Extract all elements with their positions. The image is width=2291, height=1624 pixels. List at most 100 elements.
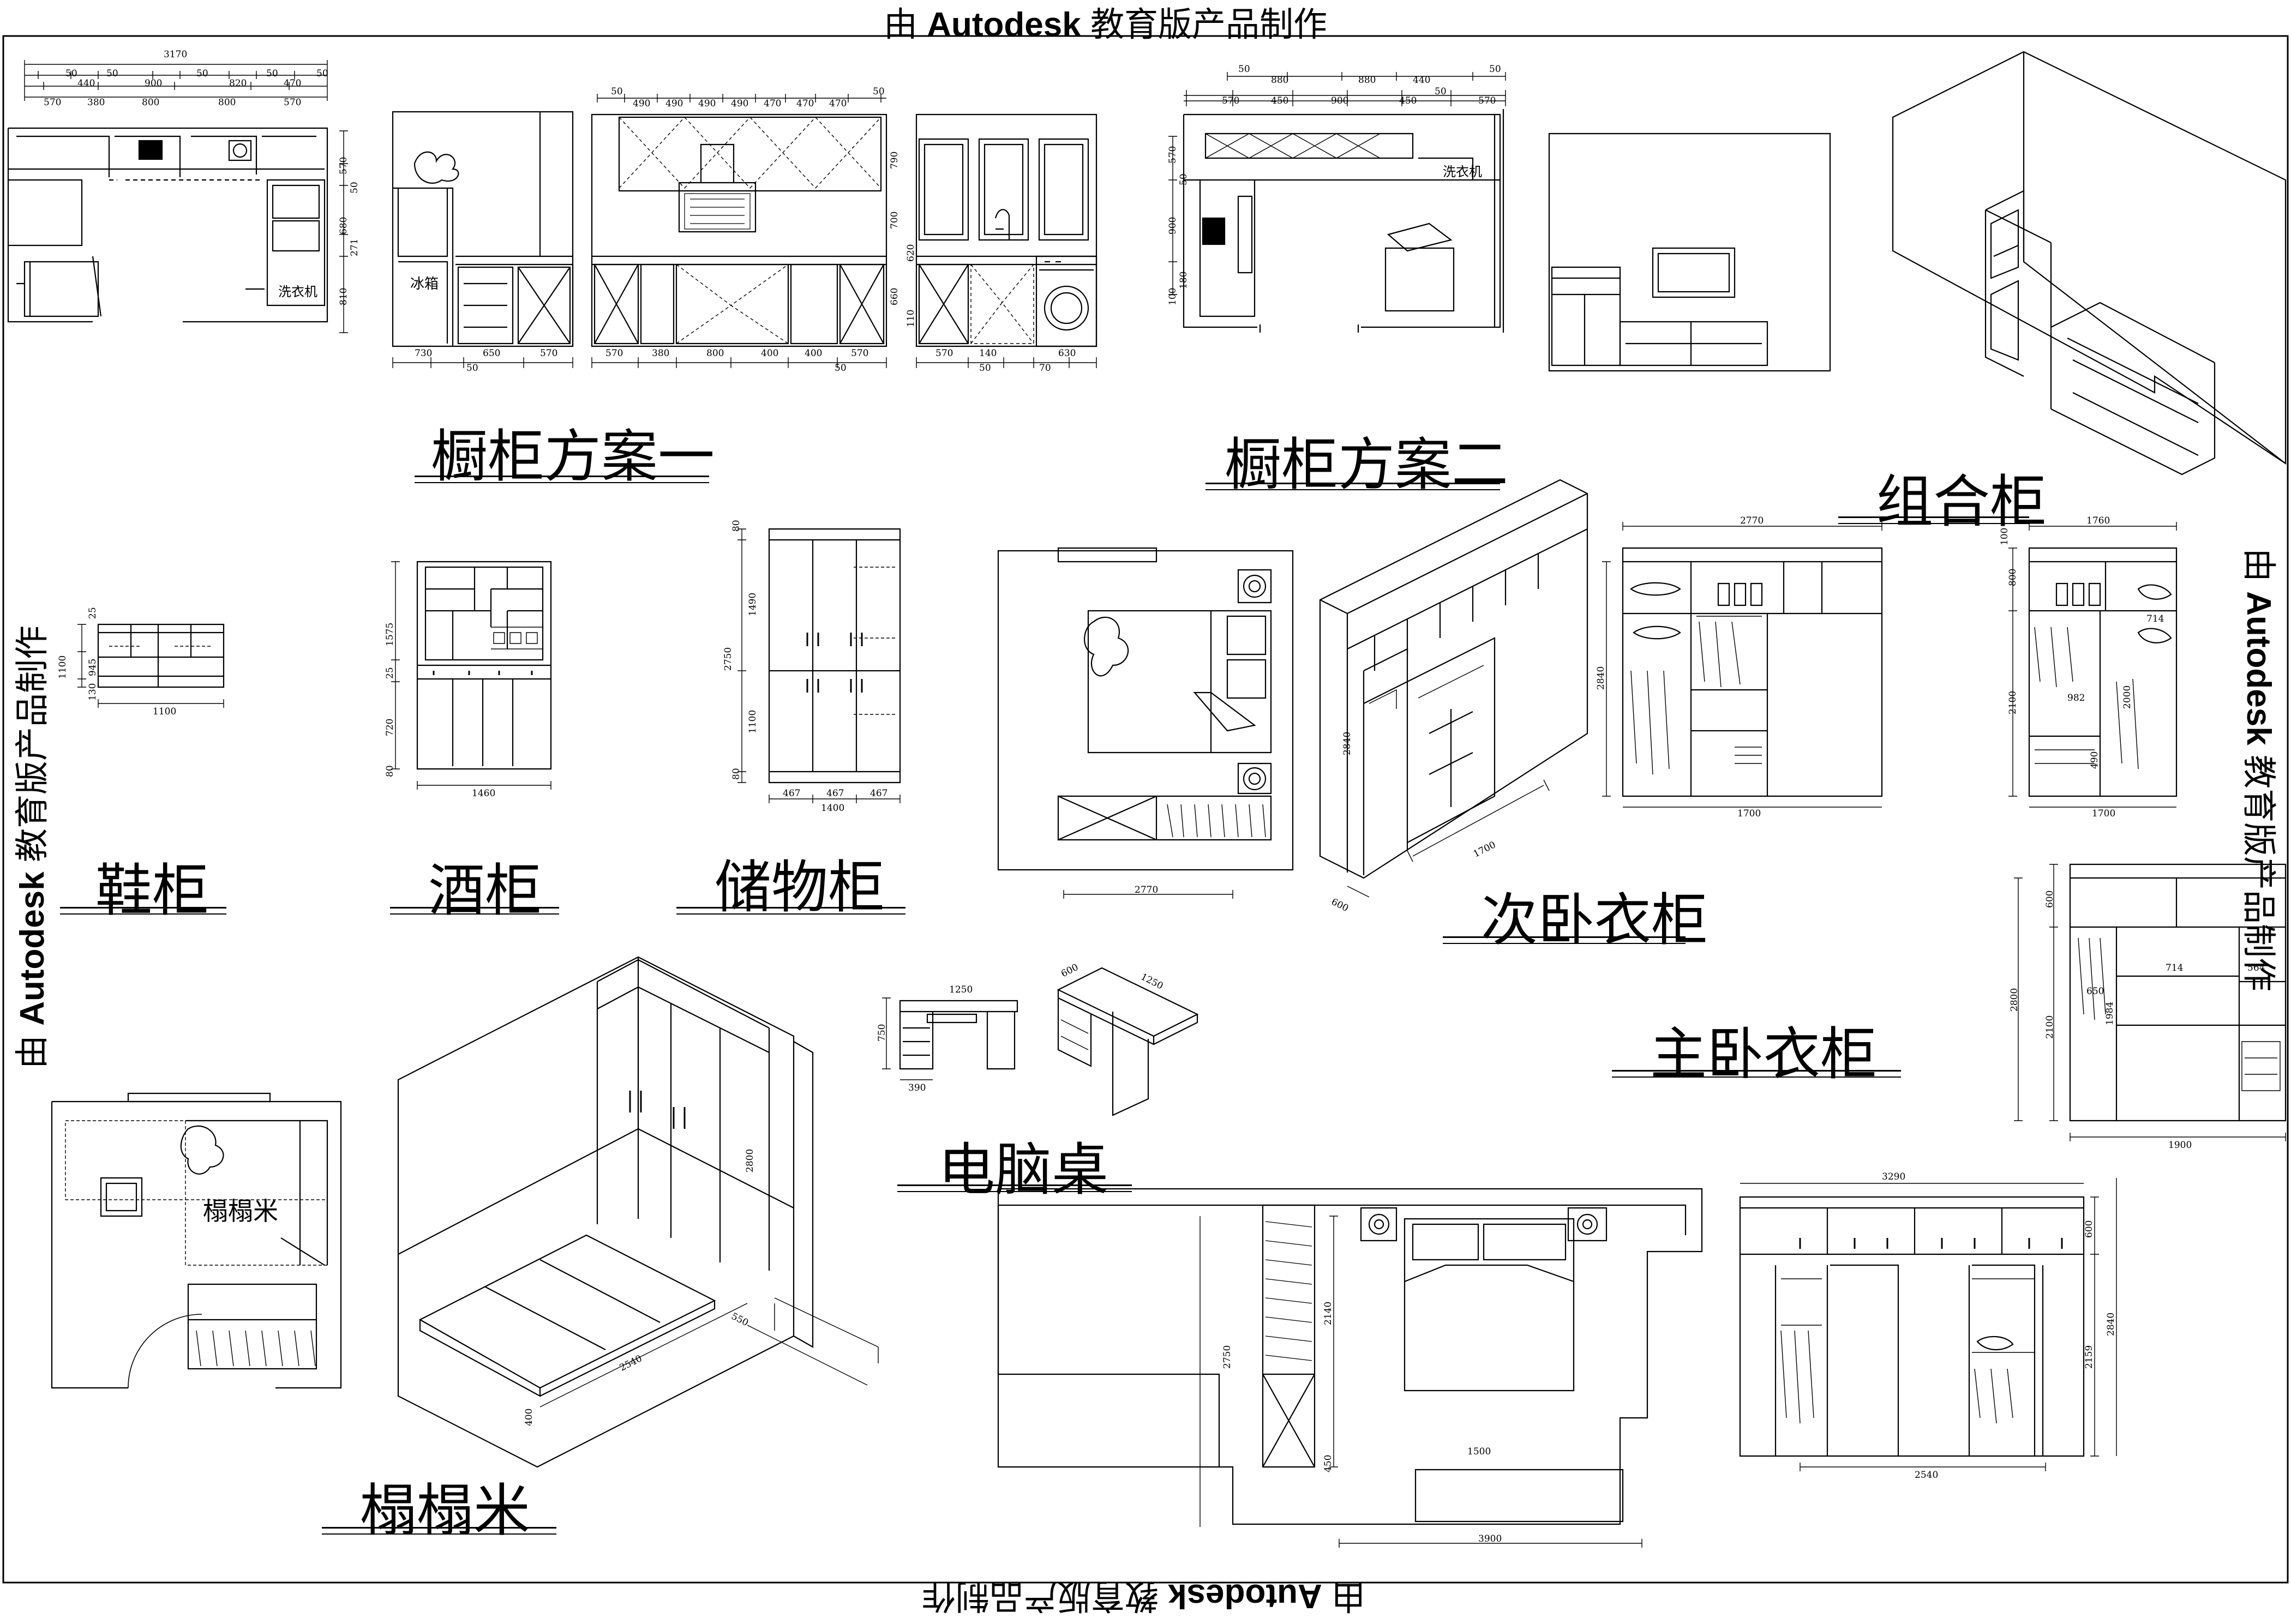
- dim-k2-v: 50: [1178, 173, 1189, 185]
- dim-combo: 1760: [2086, 515, 2110, 526]
- dim-k1-r1: 50: [266, 68, 278, 79]
- dim-k1-elev-a: 650: [483, 348, 501, 359]
- label-tatami-room: 榻榻米: [203, 1196, 278, 1226]
- dim-k1-r1: 50: [106, 68, 118, 79]
- sheet-border: [2, 35, 2289, 1584]
- dim-combo: 490: [2089, 751, 2100, 769]
- dim-master-plan: 1500: [1467, 1446, 1491, 1457]
- dim-combo: 714: [2146, 613, 2164, 624]
- dim-k1-r1: 470: [284, 78, 302, 89]
- dim-storage: 467: [783, 788, 801, 799]
- dim-k1-r1: 50: [65, 68, 77, 79]
- dim-wine: 720: [385, 718, 395, 736]
- dim-k1-elev-a: 730: [415, 348, 433, 359]
- dim-wine: 25: [385, 667, 395, 679]
- dim-k1-elev-top: 470: [829, 98, 847, 109]
- dim-storage: 467: [826, 788, 844, 799]
- underline: [415, 476, 709, 477]
- dim-combo: 982: [2067, 693, 2085, 703]
- dim-k1-elev-c: 140: [979, 348, 997, 359]
- kitchen1-dim-lines: [24, 60, 348, 333]
- dim-combo: 2770: [1740, 515, 1764, 526]
- dim-master: 650: [2086, 986, 2104, 997]
- dim-k2-r1: 50: [1489, 64, 1501, 75]
- label-washer-2: 洗衣机: [1443, 164, 1482, 179]
- dim-k2-r1: 50: [1238, 64, 1250, 75]
- watermark-prefix: 由: [2240, 548, 2277, 592]
- underline: [897, 1184, 1132, 1186]
- master-wardrobe-elev-2: [1739, 1178, 2117, 1471]
- dim-combo: 2000: [2122, 685, 2133, 709]
- underline: [1443, 943, 1686, 944]
- dim-k2-v: 900: [1167, 216, 1178, 234]
- underline: [897, 1191, 1132, 1192]
- underline: [1612, 1076, 1901, 1078]
- dim-k1-elev-b: 50: [835, 363, 847, 374]
- dim-storage: 2750: [723, 647, 734, 671]
- dim-shoe: 130: [87, 683, 98, 701]
- dim-master: 1900: [2168, 1140, 2192, 1151]
- title-storage-cabinet: 储物柜: [715, 854, 885, 921]
- title-computer-desk: 电脑桌: [938, 1136, 1109, 1203]
- dim-master-ward2: 2840: [2106, 1312, 2116, 1336]
- dim-k1-elev-a: 570: [540, 348, 558, 359]
- watermark-brand: Autodesk: [1168, 1577, 1322, 1615]
- dim-k1-r2: 800: [218, 97, 236, 108]
- dim-ward2-iso: 2840: [1342, 731, 1353, 755]
- dim-desk: 750: [877, 1024, 887, 1042]
- dim-k1-r1: 50: [196, 68, 208, 79]
- dim-k1-elev-a: 50: [466, 363, 478, 374]
- watermark-prefix: 由: [14, 1025, 51, 1069]
- tatami-iso: [397, 956, 879, 1468]
- dim-k1-r1: 820: [229, 78, 247, 89]
- title-second-bedroom-wardrobe: 次卧衣柜: [1481, 887, 1708, 953]
- dim-k1-r1: 900: [145, 78, 163, 89]
- dim-k2-v: 570: [1167, 146, 1178, 164]
- dim-master-plan: 3900: [1478, 1533, 1502, 1544]
- dim-k2-r1: 440: [1413, 75, 1431, 86]
- underline: [1443, 936, 1686, 938]
- kitchen2-plan: [1168, 72, 1506, 333]
- second-bedroom-wardrobe-iso: [1319, 479, 1588, 898]
- dim-k1-elev-top: 50: [611, 86, 623, 97]
- dim-k1-v2: 620: [905, 244, 916, 262]
- dim-k1-elev-b: 570: [851, 348, 869, 359]
- dim-k1-v: 680: [338, 216, 349, 234]
- dim-k2-v: 180: [1178, 271, 1189, 289]
- dim-storage: 1400: [821, 803, 845, 814]
- dim-wine: 1575: [385, 622, 395, 646]
- title-master-bedroom-wardrobe: 主卧衣柜: [1650, 1021, 1878, 1087]
- dim-k2-r2: 50: [1435, 86, 1447, 97]
- dim-combo: 1700: [2092, 808, 2116, 819]
- dim-master: 2800: [2009, 988, 2020, 1012]
- dim-combo: 2100: [2007, 690, 2018, 714]
- dim-storage: 467: [870, 788, 888, 799]
- computer-desk: [882, 967, 1199, 1116]
- dim-desk: 390: [908, 1082, 926, 1093]
- kitchen1-elev-hood: [591, 94, 887, 368]
- dim-desk: 1250: [949, 984, 973, 995]
- watermark-left: 由 Autodesk 教育版产品制作: [4, 625, 53, 1069]
- dim-master: 564: [2247, 963, 2265, 973]
- dim-k1-v2: 790: [889, 151, 900, 169]
- dim-tatami-iso: 2800: [745, 1148, 755, 1172]
- combo-cabinet-iso: [1892, 51, 2287, 476]
- dim-k1-elev-top: 490: [633, 98, 651, 109]
- dim-k2-v: 100: [1167, 287, 1178, 305]
- dim-k2-r2: 450: [1271, 95, 1289, 106]
- underline: [322, 1527, 556, 1529]
- watermark-prefix: 由: [1322, 1577, 1365, 1615]
- dim-master: 714: [2166, 963, 2184, 973]
- dim-k1-elev-c: 630: [1058, 348, 1076, 359]
- dim-k1-elev-b: 400: [805, 348, 823, 359]
- underline: [1838, 516, 2029, 518]
- underline: [60, 907, 226, 909]
- wine-cabinet: [391, 561, 552, 790]
- dim-k1-v2: 110: [905, 309, 916, 327]
- dim-k1-r1: 440: [77, 78, 95, 89]
- kitchen1-elev-fridge: [392, 111, 574, 368]
- label-fridge: 冰箱: [410, 276, 439, 292]
- dim-k1-elev-b: 570: [605, 348, 623, 359]
- dim-k1-r2: 380: [87, 97, 105, 108]
- dim-master-ward2: 2540: [1915, 1470, 1939, 1481]
